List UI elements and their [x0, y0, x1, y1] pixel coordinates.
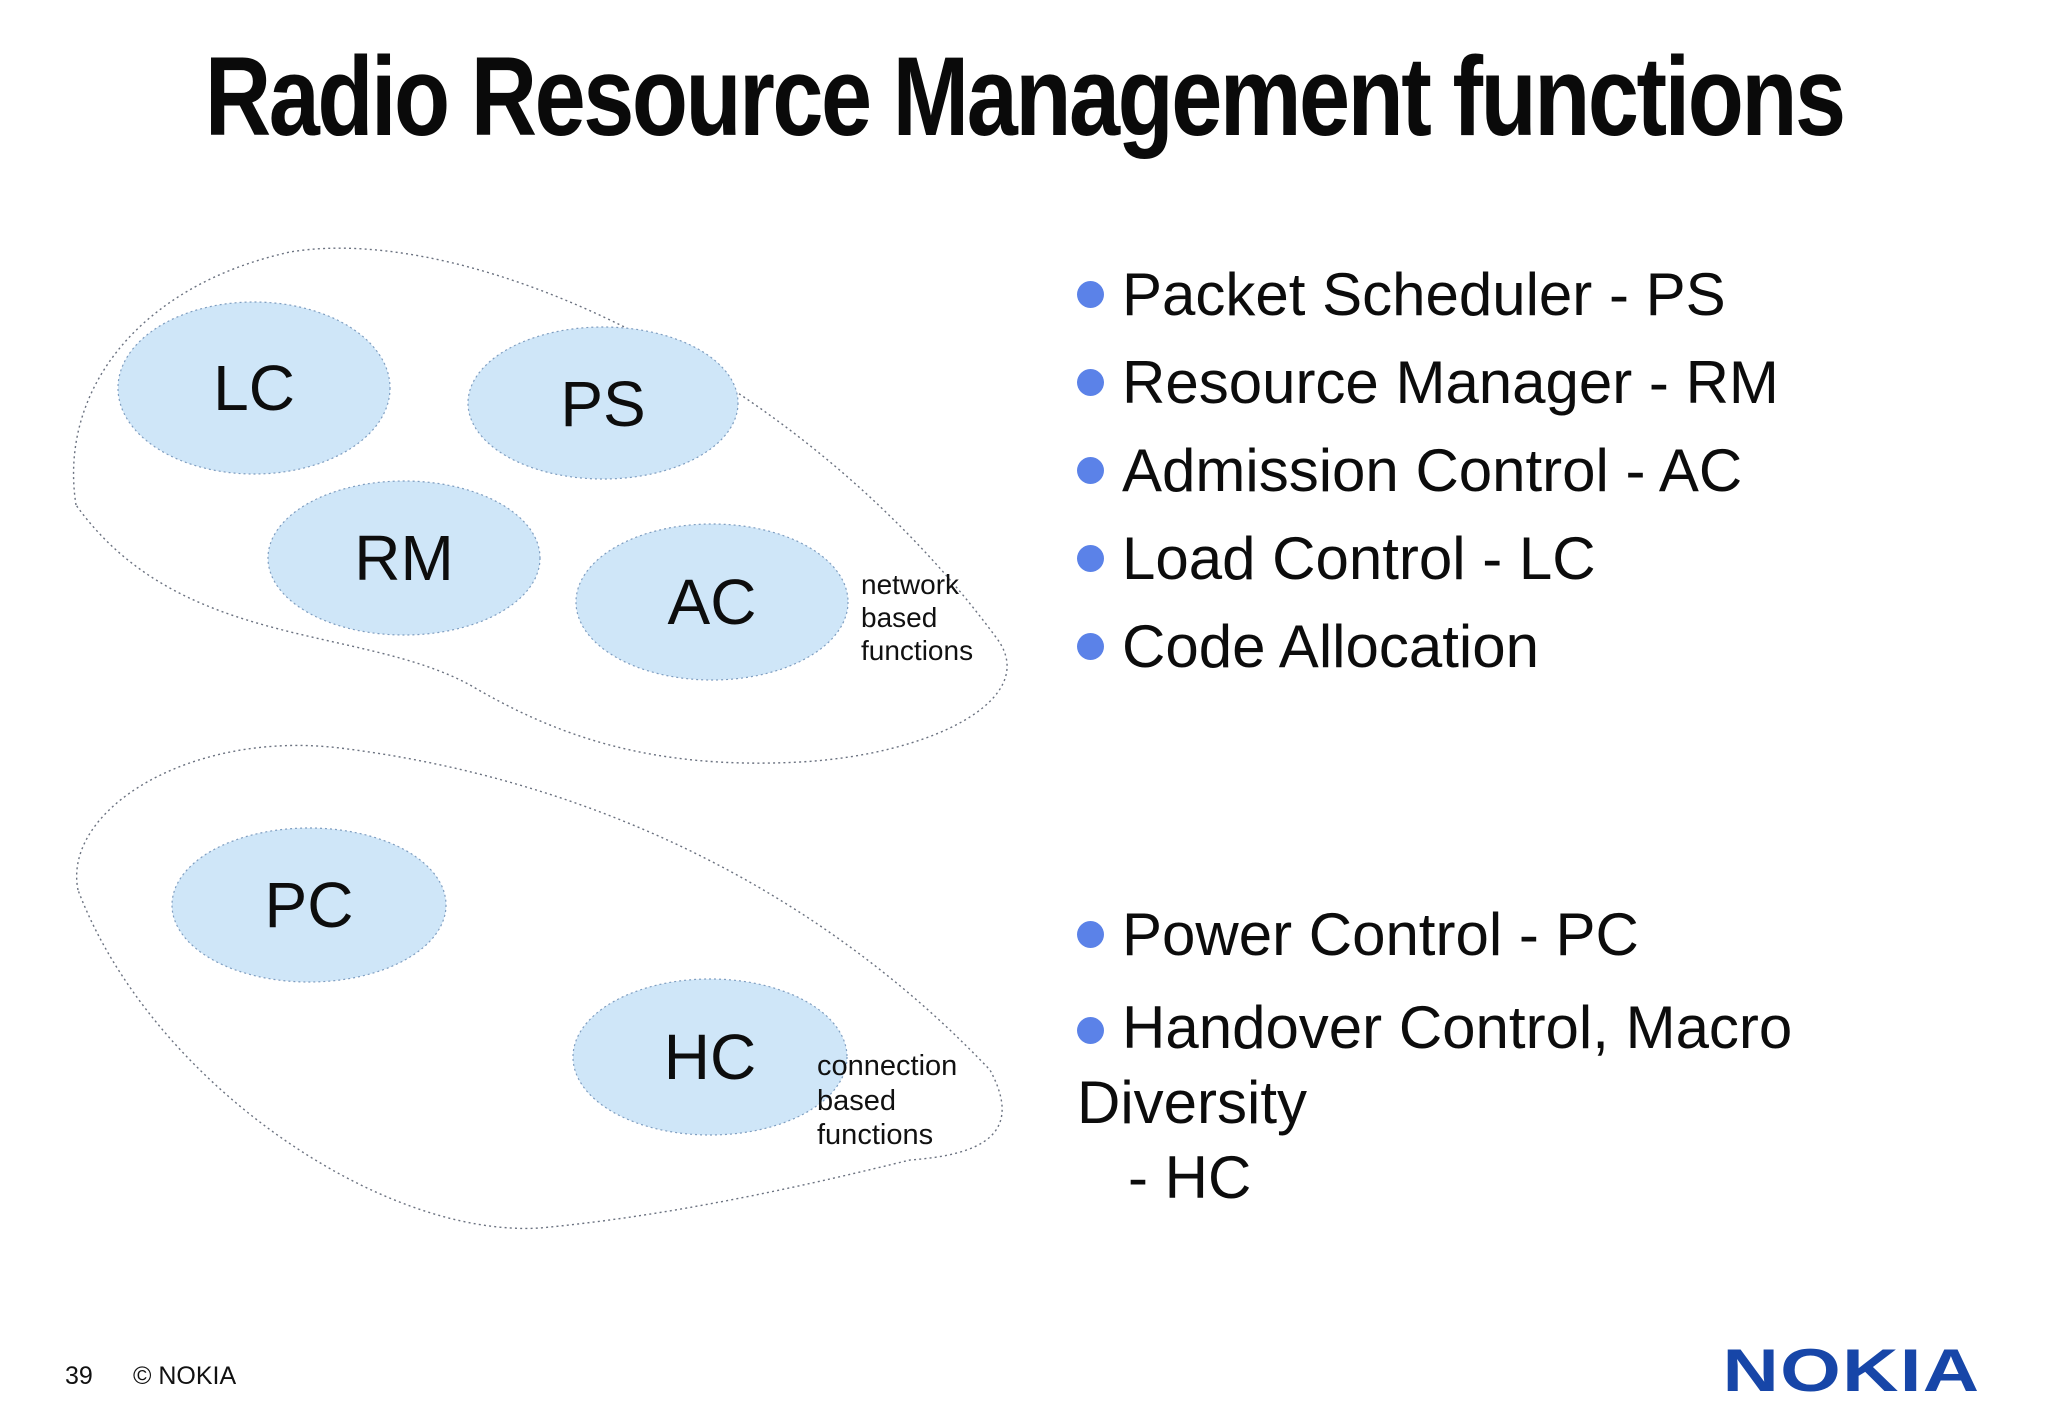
list-item: Handover Control, Macro Diversity - HC [1060, 990, 2020, 1215]
list-item-label: Code Allocation [1122, 612, 1539, 680]
node-ellipse-lc [117, 301, 391, 475]
list-item: Packet Scheduler - PS [1060, 250, 2020, 338]
bullet-icon [1077, 280, 1104, 308]
network-caption-line3: functions [861, 635, 973, 666]
node-ellipse-ps [467, 326, 739, 480]
node-label-ac: AC [668, 566, 757, 638]
list-item-label-line2: Diversity [1077, 1069, 1308, 1136]
list-item: Code Allocation [1060, 602, 2020, 690]
page-title-text: Radio Resource Management functions [204, 34, 1846, 159]
bullet-icon [1077, 456, 1104, 484]
network-group-outline [72, 247, 1008, 764]
page-title: Radio Resource Management functions [0, 32, 2048, 161]
list-item: Admission Control - AC [1060, 426, 2020, 514]
connection-caption-line2: based [817, 1085, 896, 1117]
connection-caption-line3: functions [817, 1119, 933, 1151]
node-ellipse-ac [575, 523, 849, 681]
list-item: Load Control - LC [1060, 514, 2020, 602]
list-item-label: Admission Control - AC [1122, 436, 1743, 504]
node-ellipse-pc [171, 827, 447, 983]
list-item-label: Resource Manager - RM [1122, 348, 1779, 416]
bullet-icon [1077, 1017, 1104, 1044]
list-item-label: Load Control - LC [1122, 524, 1596, 592]
network-caption-line1: network [861, 569, 960, 600]
connection-group-outline [75, 744, 1003, 1230]
list-item-label: Packet Scheduler - PS [1122, 260, 1726, 328]
list-item: Power Control - PC [1060, 890, 2020, 978]
list-item-label-line3: - HC [1128, 1144, 1252, 1211]
connection-caption-line1: connection [817, 1050, 957, 1082]
network-functions-list: Packet Scheduler - PS Resource Manager -… [1060, 250, 2020, 690]
page-number: 39 [65, 1362, 93, 1390]
bullet-icon [1077, 632, 1104, 660]
copyright-text: © NOKIA [133, 1362, 237, 1390]
rrm-diagram: LC PS RM AC network based functions PC H… [40, 230, 1060, 1270]
bullet-icon [1077, 368, 1104, 396]
bullet-icon [1077, 920, 1104, 948]
list-item-label-line1: Handover Control, Macro [1122, 994, 1793, 1061]
bullet-icon [1077, 544, 1104, 572]
node-ellipse-hc [572, 978, 848, 1136]
list-item-label: Power Control - PC [1122, 900, 1639, 968]
node-label-rm: RM [354, 522, 454, 594]
node-label-lc: LC [213, 352, 295, 424]
node-ellipse-rm [267, 480, 541, 636]
network-caption-line2: based [861, 602, 937, 633]
connection-functions-list: Power Control - PC Handover Control, Mac… [1060, 890, 2020, 1215]
node-label-pc: PC [265, 869, 354, 941]
list-item: Resource Manager - RM [1060, 338, 2020, 426]
nokia-logo: NOKIA [1722, 1337, 1980, 1404]
node-label-hc: HC [664, 1021, 756, 1093]
node-label-ps: PS [560, 368, 645, 440]
